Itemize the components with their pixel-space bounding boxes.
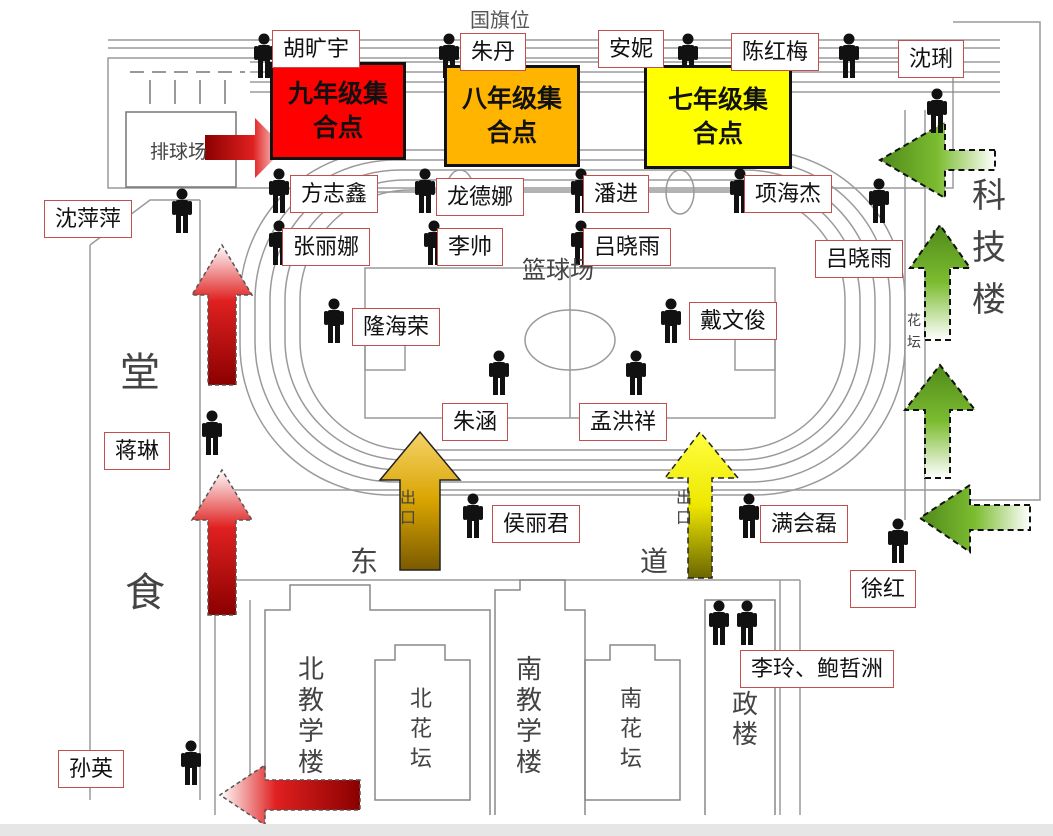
flowerbed-east-label: 花坛 (907, 313, 921, 351)
person-icon (415, 168, 435, 213)
east-road-label-1: 东 (350, 545, 379, 578)
science-building-label: 科技楼 (972, 176, 1006, 320)
name-label-lv-outer: 吕晓雨 (815, 240, 904, 278)
bottom-bar (0, 824, 1053, 836)
name-label-zhu-han: 朱涵 (442, 403, 509, 441)
person-icon (172, 188, 192, 233)
person-icon (626, 350, 646, 395)
name-label-dai: 戴文俊 (689, 302, 778, 340)
name-label-long: 龙德娜 (436, 178, 525, 216)
volleyball-court-label: 排球场 (150, 141, 208, 163)
east-road-label-2: 道 (640, 545, 669, 578)
name-label-sun: 孙英 (58, 750, 125, 788)
person-icon (709, 600, 729, 645)
admin-building-label: 政楼 (732, 690, 759, 750)
grade7-assembly-point: 七年级集合点 (644, 65, 792, 169)
name-label-pan: 潘进 (583, 175, 650, 213)
flag-position-label: 国旗位 (470, 8, 530, 32)
person-icon (324, 298, 344, 343)
name-label-hou: 侯丽君 (492, 505, 581, 543)
name-label-lv-inner: 吕晓雨 (583, 228, 672, 266)
name-label-li-shuai: 李帅 (437, 228, 504, 266)
name-label-xiang: 项海杰 (744, 175, 833, 213)
grade9-assembly-label: 九年级集合点 (287, 79, 388, 142)
person-icon (737, 600, 757, 645)
person-icon (739, 493, 759, 538)
name-label-zhu-dan: 朱丹 (460, 33, 527, 71)
name-label-fang: 方志鑫 (290, 175, 379, 213)
grade8-assembly-point: 八年级集合点 (444, 65, 580, 167)
person-icon (181, 740, 201, 785)
dining-hall-label-top: 堂 (120, 350, 160, 396)
name-label-shen-pp: 沈萍萍 (44, 200, 133, 238)
south-teaching-building-label: 南教学楼 (516, 655, 543, 778)
exit-right-label: 出口 (676, 488, 693, 527)
person-icon (202, 410, 222, 455)
name-label-long-hr: 隆海荣 (352, 308, 441, 346)
name-label-chen: 陈红梅 (731, 33, 820, 71)
grade9-assembly-point: 九年级集合点 (270, 62, 406, 160)
name-label-zhang: 张丽娜 (282, 228, 371, 266)
south-flowerbed-label: 南花坛 (620, 687, 643, 772)
north-flowerbed-label: 北花坛 (410, 687, 433, 772)
name-label-anni: 安妮 (598, 30, 665, 68)
name-label-shen-li: 沈琍 (898, 40, 965, 78)
dining-hall-label-bottom: 食 (125, 570, 165, 616)
north-teaching-building-label: 北教学楼 (298, 655, 325, 778)
basketball-court-label: 篮球场 (522, 256, 594, 284)
name-label-li-bao: 李玲、鲍哲洲 (740, 650, 895, 688)
person-icon (888, 518, 908, 563)
person-icon (463, 493, 483, 538)
person-icon (489, 350, 509, 395)
grade8-assembly-label: 八年级集合点 (461, 84, 562, 147)
grade7-assembly-label: 七年级集合点 (667, 85, 768, 148)
name-label-man: 满会磊 (760, 505, 849, 543)
name-label-meng: 孟洪祥 (579, 403, 668, 441)
name-label-jiang: 蒋琳 (104, 432, 171, 470)
person-icon (661, 298, 681, 343)
name-label-hu: 胡旷宇 (272, 30, 361, 68)
exit-left-label: 出口 (400, 488, 417, 527)
name-label-xu: 徐红 (850, 570, 917, 608)
